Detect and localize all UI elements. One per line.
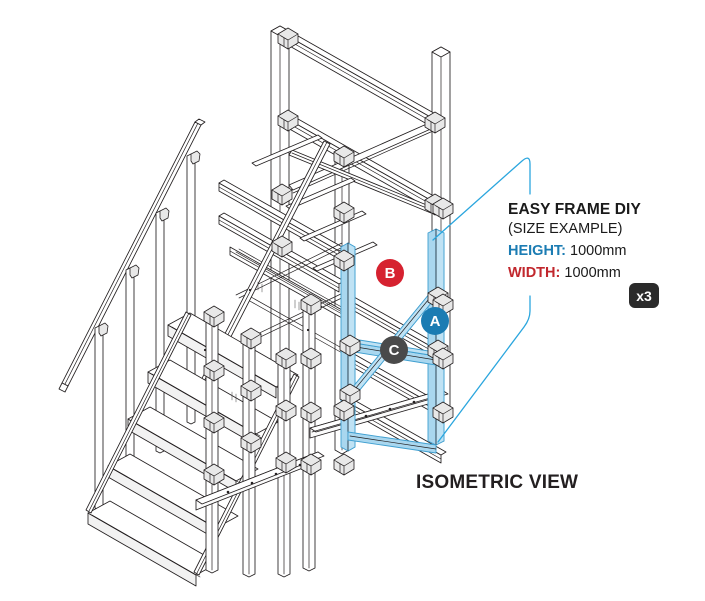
callout-subtitle: (SIZE EXAMPLE) — [508, 221, 623, 238]
detail-ticks — [203, 281, 310, 403]
callout-panel: EASY FRAME DIY (SIZE EXAMPLE) HEIGHT: 10… — [508, 200, 693, 285]
spec-height: HEIGHT: 1000mm — [508, 241, 693, 263]
spec-height-key: HEIGHT: — [508, 243, 566, 260]
spec-width-key: WIDTH: — [508, 264, 561, 281]
easy-frame-post-right — [427, 228, 445, 446]
middle-bay-x-bracing — [235, 242, 349, 355]
callout-title: EASY FRAME DIY — [508, 201, 641, 218]
spec-height-value: 1000mm — [570, 243, 627, 260]
spec-width-value: 1000mm — [564, 264, 621, 281]
quantity-badge: x3 — [629, 283, 659, 308]
spec-width: WIDTH: 1000mm — [508, 263, 693, 285]
guardrail-top-rail — [285, 31, 440, 129]
badge-b[interactable]: B — [376, 259, 404, 287]
leader-line-lower — [437, 295, 531, 443]
badge-c[interactable]: C — [380, 336, 408, 364]
base-beam-right — [309, 389, 449, 439]
view-caption: ISOMETRIC VIEW — [416, 472, 579, 493]
stair-handrail — [58, 118, 206, 393]
badge-a[interactable]: A — [421, 307, 449, 335]
baluster-clamps — [98, 150, 201, 337]
leader-line-upper — [432, 157, 531, 241]
easy-frame-bottom-transom — [347, 431, 437, 454]
